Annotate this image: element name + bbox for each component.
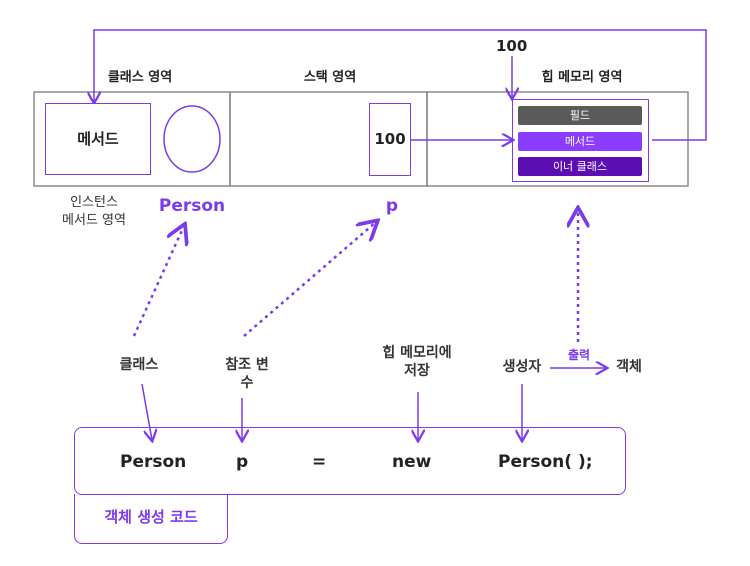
- code-token-p: p: [236, 452, 249, 472]
- stack-value-box: 100: [369, 103, 411, 176]
- dotted-arrow-ref: [243, 222, 376, 337]
- field-pill: 필드: [518, 106, 642, 125]
- heap-area-region: [426, 91, 689, 187]
- constructor-annotation: 생성자: [502, 359, 542, 375]
- output-annotation: 출력: [567, 348, 591, 362]
- heap-area-title: 힙 메모리 영역: [541, 70, 623, 85]
- inner-class-pill: 이너 클래스: [518, 157, 642, 176]
- code-token-new: new: [392, 452, 432, 472]
- code-token-person: Person: [120, 452, 187, 472]
- code-caption: 객체 생성 코드: [104, 508, 198, 526]
- loop-arrow: [94, 29, 707, 141]
- object-annotation: 객체: [616, 359, 642, 375]
- dotted-arrow-class: [132, 226, 184, 337]
- class-area-title: 클래스 영역: [107, 70, 173, 85]
- stack-value: 100: [374, 130, 406, 148]
- class-annotation: 클래스: [119, 357, 159, 373]
- reference-var-annotation: 참조 변 수: [225, 357, 269, 391]
- heap-store-annotation: 힙 메모리에 저장: [382, 345, 452, 379]
- heap-address-label: 100: [496, 37, 528, 55]
- method-pill: 메서드: [518, 132, 642, 151]
- code-token-constructor: Person( );: [498, 452, 593, 472]
- code-caption-box: 객체 생성 코드: [74, 494, 228, 544]
- code-box: [74, 427, 626, 495]
- method-box: 메서드: [45, 103, 151, 175]
- person-label: Person: [158, 196, 226, 216]
- method-box-label: 메서드: [77, 130, 119, 148]
- heap-object-box: [512, 99, 649, 182]
- stack-area-title: 스택 영역: [303, 70, 357, 85]
- var-p-label: p: [385, 196, 399, 216]
- instance-method-label: 인스턴스 메서드 영역: [62, 195, 126, 228]
- class-oval: [163, 105, 221, 173]
- arrow-class-to-code: [141, 383, 152, 440]
- code-token-equals: =: [312, 452, 327, 472]
